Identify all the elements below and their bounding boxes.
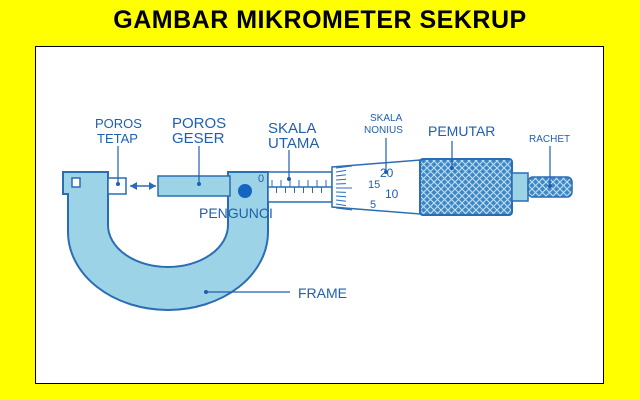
label-rachet: RACHET: [529, 134, 570, 145]
nonius-scale-tick: [335, 195, 347, 198]
page-title: GAMBAR MIKROMETER SEKRUP: [113, 6, 527, 34]
nonius-label-5: 5: [370, 199, 376, 211]
nonius-scale-ticks: [335, 165, 353, 211]
nonius-scale-tick: [335, 203, 347, 207]
nonius-scale-tick: [335, 169, 347, 173]
label-frame: FRAME: [298, 285, 347, 301]
poros-geser: [157, 175, 231, 197]
label-skala-nonius-2: NONIUS: [364, 125, 403, 136]
label-poros-tetap-1: POROS: [95, 116, 142, 131]
nonius-scale-tick: [335, 174, 347, 177]
nonius-scale-tick: [335, 199, 347, 202]
nonius-label-15: 15: [368, 179, 380, 191]
leader-lines: [117, 138, 551, 293]
frame-notch: [71, 177, 81, 188]
label-poros-tetap-2: TETAP: [97, 131, 138, 146]
label-poros-geser-2: GESER: [172, 130, 225, 147]
label-pemutar: PEMUTAR: [428, 123, 495, 139]
label-skala-nonius-1: SKALA: [370, 113, 403, 124]
nonius-scale-tick: [335, 178, 347, 181]
nonius-label-10: 10: [385, 187, 399, 201]
nonius-scale-tick: [335, 165, 353, 169]
pemutar: [419, 158, 513, 216]
nonius-scale-tick: [335, 207, 353, 211]
main-scale-zero: 0: [258, 173, 264, 185]
label-poros-geser-1: POROS: [172, 115, 226, 132]
poros-tetap: [107, 177, 127, 195]
pengunci: [238, 184, 252, 198]
frame-body: [62, 171, 269, 311]
label-skala-utama-1: SKALA: [268, 120, 316, 137]
label-skala-utama-2: UTAMA: [268, 135, 319, 152]
label-pengunci: PENGUNCI: [199, 205, 273, 221]
main-scale-ticks: [271, 180, 327, 193]
